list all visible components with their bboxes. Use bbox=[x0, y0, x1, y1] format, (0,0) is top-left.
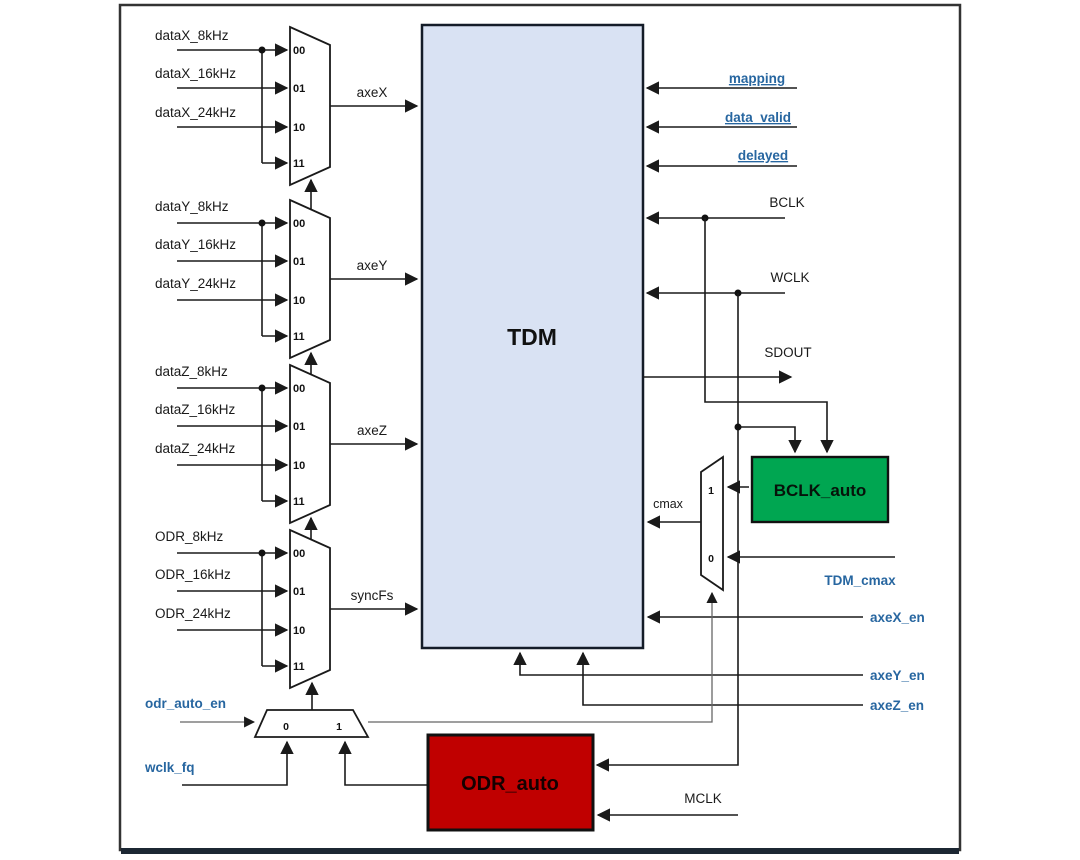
signal-label-dataz-8khz: dataZ_8kHz bbox=[155, 364, 228, 379]
mux-datax-code-11: 11 bbox=[293, 158, 305, 170]
wire-label-sdout: SDOUT bbox=[764, 345, 811, 360]
signal-label-odr-24khz: ODR_24kHz bbox=[155, 606, 231, 621]
mux-select-chain bbox=[304, 178, 319, 710]
junction-dataz bbox=[258, 384, 266, 392]
bottom-mux-input-0: 0 bbox=[283, 721, 289, 733]
signal-label-datax-8khz: dataX_8kHz bbox=[155, 28, 229, 43]
odr-auto-label: ODR_auto bbox=[461, 773, 559, 795]
mux-group-dataZ: dataZ_8kHz dataZ_16kHz dataZ_24kHz 00 01… bbox=[155, 363, 419, 525]
wire-axey-en bbox=[513, 651, 863, 676]
junction-datax bbox=[258, 46, 266, 54]
wire-label-tdm-cmax: TDM_cmax bbox=[824, 573, 896, 588]
wire-label-axey-en: axeY_en bbox=[870, 668, 925, 683]
mux-cmax bbox=[700, 455, 724, 592]
signal-label-datax-24khz: dataX_24kHz bbox=[155, 105, 236, 120]
wire-label-bclk: BCLK bbox=[769, 195, 804, 210]
signal-label-odr-8khz: ODR_8kHz bbox=[155, 529, 224, 544]
cmax-mux-input-0: 0 bbox=[708, 553, 714, 565]
mux-dataz-code-01: 01 bbox=[293, 421, 305, 433]
clock-routing bbox=[595, 218, 834, 772]
wire-label-axex: axeX bbox=[357, 85, 388, 100]
odr-auto-block bbox=[426, 733, 595, 832]
tdm-block-label: TDM bbox=[507, 324, 557, 350]
wire-odr-auto-out bbox=[338, 740, 428, 786]
wire-label-axey: axeY bbox=[357, 258, 388, 273]
bottom-mux-group: 0 1 wclk_fq bbox=[144, 709, 428, 786]
wire-label-mclk: MCLK bbox=[684, 791, 722, 806]
wire-label-data-valid: data_valid bbox=[725, 110, 791, 125]
signal-label-datay-16khz: dataY_16kHz bbox=[155, 237, 236, 252]
mux-odr-code-11: 11 bbox=[293, 661, 305, 673]
signal-label-odr-16khz: ODR_16kHz bbox=[155, 567, 231, 582]
mux-datax-code-00: 00 bbox=[293, 45, 305, 57]
wire-label-syncfs: syncFs bbox=[351, 588, 394, 603]
mux-odr-code-10: 10 bbox=[293, 625, 305, 637]
wire-wclk-to-odr-auto bbox=[595, 293, 739, 772]
wire-wclk-fq bbox=[182, 740, 294, 786]
signal-label-dataz-16khz: dataZ_16kHz bbox=[155, 402, 236, 417]
cmax-mux-group: 1 0 TDM_cmax cmax bbox=[646, 455, 896, 592]
wire-wclk-to-bclk-auto bbox=[738, 426, 802, 454]
junction-wclk-branch bbox=[734, 423, 742, 431]
wire-label-odr-auto-en: odr_auto_en bbox=[145, 696, 226, 711]
mux-datax-code-10: 10 bbox=[293, 122, 305, 134]
mux-datay-code-10: 10 bbox=[293, 295, 305, 307]
bclk-auto-label: BCLK_auto bbox=[774, 481, 867, 500]
wire-label-cmax: cmax bbox=[653, 497, 684, 511]
mux-group-dataY: dataY_8kHz dataY_16kHz dataY_24kHz 00 01… bbox=[155, 198, 419, 360]
wire-bclk-to-bclk-auto bbox=[704, 218, 834, 454]
mux-group-dataX: dataX_8kHz dataX_16kHz dataX_24kHz 00 01… bbox=[155, 25, 419, 187]
wire-label-delayed: delayed bbox=[738, 148, 788, 163]
signal-label-datay-24khz: dataY_24kHz bbox=[155, 276, 236, 291]
wire-label-axez-en: axeZ_en bbox=[870, 698, 924, 713]
signal-label-datay-8khz: dataY_8kHz bbox=[155, 199, 229, 214]
wire-label-axex-en: axeX_en bbox=[870, 610, 925, 625]
mux-odr-source bbox=[253, 709, 370, 738]
mux-odr-code-01: 01 bbox=[293, 586, 305, 598]
mux-datay-code-00: 00 bbox=[293, 218, 305, 230]
mux-odr bbox=[289, 528, 331, 690]
tdm-right-inputs: mapping data_valid delayed BCLK WCLK SDO… bbox=[643, 71, 812, 384]
mux-group-odr: ODR_8kHz ODR_16kHz ODR_24kHz 00 01 10 11… bbox=[155, 528, 419, 690]
wire-odr-auto-en-to-cmax-select bbox=[368, 591, 718, 723]
mux-dataz-code-11: 11 bbox=[293, 496, 305, 508]
mux-dataz-code-10: 10 bbox=[293, 460, 305, 472]
junction-datay bbox=[258, 219, 266, 227]
mux-odr-code-00: 00 bbox=[293, 548, 305, 560]
wire-label-mapping: mapping bbox=[729, 71, 785, 86]
mux-dataZ bbox=[289, 363, 331, 525]
bclk-auto-block bbox=[750, 455, 890, 524]
signal-label-datax-16khz: dataX_16kHz bbox=[155, 66, 236, 81]
tdm-block bbox=[420, 23, 645, 650]
enable-signals: axeX_en axeY_en axeZ_en bbox=[513, 610, 925, 713]
mux-datax-code-01: 01 bbox=[293, 83, 305, 95]
odr-auto-en-net: odr_auto_en bbox=[145, 591, 718, 728]
signal-label-dataz-24khz: dataZ_24kHz bbox=[155, 441, 236, 456]
wire-axez-en bbox=[576, 651, 863, 706]
mux-datay-code-01: 01 bbox=[293, 256, 305, 268]
wire-label-wclk: WCLK bbox=[770, 270, 809, 285]
mux-dataY bbox=[289, 198, 331, 360]
junction-odr bbox=[258, 549, 266, 557]
wire-label-wclk-fq: wclk_fq bbox=[144, 760, 195, 775]
bottom-mux-input-1: 1 bbox=[336, 721, 342, 733]
cmax-mux-input-1: 1 bbox=[708, 485, 714, 497]
mux-dataX bbox=[289, 25, 331, 187]
mux-dataz-code-00: 00 bbox=[293, 383, 305, 395]
mux-datay-code-11: 11 bbox=[293, 331, 305, 343]
wire-label-axez: axeZ bbox=[357, 423, 387, 438]
